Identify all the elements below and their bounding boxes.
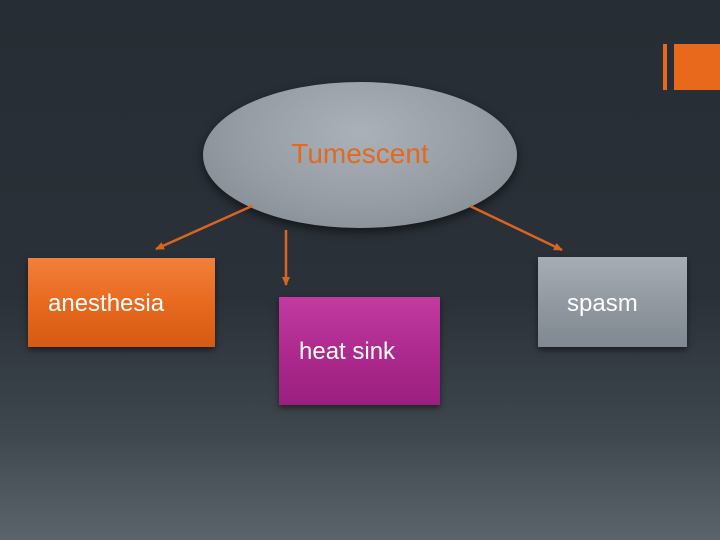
- anesthesia-box: [28, 258, 215, 347]
- spasm-box: [538, 257, 687, 347]
- spasm-label: spasm: [567, 290, 638, 317]
- arrow-to-anesthesia: [155, 204, 253, 251]
- accent-bar-thin: [663, 44, 667, 90]
- heat-sink-box: [279, 297, 440, 405]
- center-ellipse: [203, 82, 517, 228]
- arrow-to-spasm: [469, 204, 563, 252]
- center-label: Tumescent: [291, 138, 429, 169]
- anesthesia-label: anesthesia: [48, 290, 165, 317]
- heat-sink-label: heat sink: [299, 338, 396, 365]
- accent-bar-thick: [674, 44, 720, 90]
